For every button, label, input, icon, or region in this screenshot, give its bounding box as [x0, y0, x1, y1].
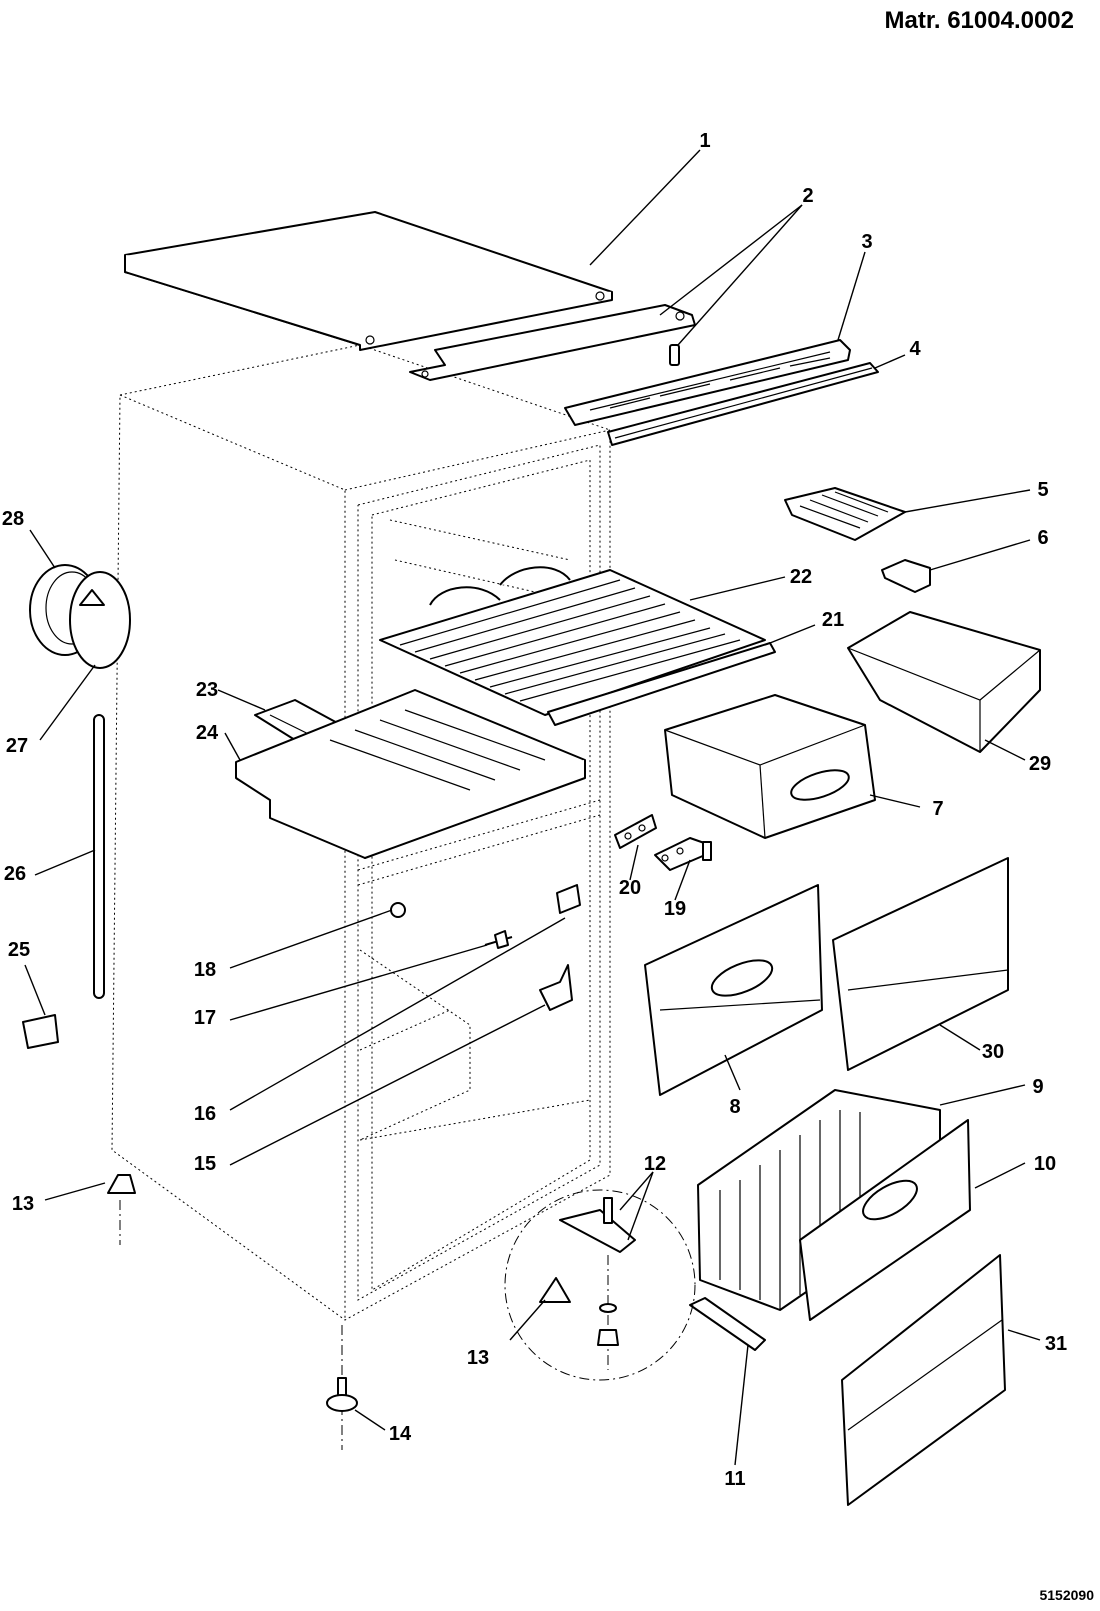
freezer-flap-2 [832, 857, 1009, 1071]
callout-19: 19 [664, 898, 686, 920]
callout-8: 8 [729, 1096, 740, 1118]
callout-labels: 1 2 3 4 5 6 22 21 29 7 20 19 28 27 23 24… [2, 130, 1067, 1490]
callout-4: 4 [909, 338, 921, 360]
callout-1: 1 [699, 130, 710, 152]
callout-30: 30 [982, 1041, 1004, 1063]
thermostat-housing [69, 571, 131, 669]
callout-20: 20 [619, 877, 641, 899]
lower-hinge [539, 964, 573, 1011]
callout-7: 7 [932, 798, 943, 820]
callout-25: 25 [8, 939, 30, 961]
stopper [22, 1014, 59, 1049]
callout-2: 2 [802, 185, 813, 207]
plug [390, 902, 406, 918]
callout-13-detail: 13 [467, 1347, 489, 1369]
freezer-front [841, 1254, 1006, 1506]
top-bracket [409, 304, 696, 381]
callout-13-cabinet: 13 [12, 1193, 34, 1215]
pin [484, 930, 513, 949]
callout-31: 31 [1045, 1333, 1067, 1355]
shelf-trim [547, 642, 776, 726]
basket-front [799, 1119, 971, 1321]
callout-11: 11 [724, 1468, 745, 1490]
callout-12: 12 [644, 1153, 666, 1175]
trim-strip [607, 362, 879, 446]
clip [556, 884, 581, 914]
middle-hinge [654, 837, 712, 871]
drain-tube [93, 714, 105, 999]
callout-24: 24 [196, 722, 219, 744]
drawing-number: 5152090 [1039, 1587, 1094, 1603]
bin [847, 611, 1041, 753]
freezer-flap [644, 884, 823, 1096]
leader-lines [24, 149, 1041, 1466]
basket-rail [689, 1297, 766, 1351]
callout-27: 27 [6, 735, 28, 757]
callout-15: 15 [194, 1153, 216, 1175]
callout-29: 29 [1029, 753, 1051, 775]
wire-shelf [379, 566, 766, 716]
callout-6: 6 [1037, 527, 1048, 549]
callout-28: 28 [2, 508, 24, 530]
foot [107, 1174, 136, 1245]
small-tray [881, 559, 931, 593]
material-code: Matr. 61004.0002 [885, 7, 1074, 34]
evaporator-shelf [235, 689, 586, 859]
front-trim [564, 339, 851, 426]
callout-16: 16 [194, 1103, 216, 1125]
callout-3: 3 [861, 231, 872, 253]
detail-circle [504, 1189, 696, 1381]
callout-5: 5 [1037, 479, 1048, 501]
callout-22: 22 [790, 566, 812, 588]
callout-21: 21 [822, 609, 844, 631]
crisper-drawer [664, 694, 876, 839]
callout-23: 23 [196, 679, 218, 701]
top-cover [124, 211, 613, 351]
callout-26: 26 [4, 863, 26, 885]
adjustable-foot [326, 1325, 358, 1450]
callout-10: 10 [1034, 1153, 1056, 1175]
shim-plate [614, 814, 657, 849]
ice-tray [784, 487, 906, 541]
callout-17: 17 [194, 1007, 216, 1029]
callout-18: 18 [194, 959, 216, 981]
callout-14: 14 [389, 1423, 412, 1445]
callout-9: 9 [1032, 1076, 1043, 1098]
